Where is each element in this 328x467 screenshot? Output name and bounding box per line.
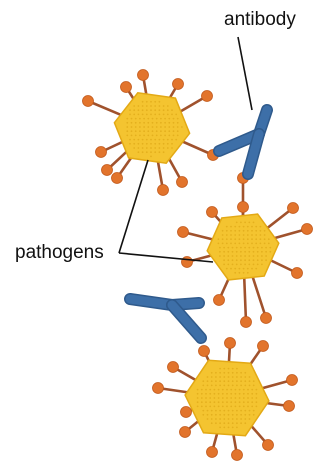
pathogen-top: [83, 70, 219, 196]
antibody-leader-line: [238, 37, 252, 110]
antibody-label: antibody: [224, 10, 296, 29]
pathogens-leader-line-top: [119, 160, 148, 253]
pathogens-group: [83, 70, 313, 461]
pathogens-label: pathogens: [15, 243, 104, 262]
antibody-lower: [130, 299, 201, 338]
pathogen-body: [114, 93, 189, 163]
pathogen-body: [207, 214, 279, 280]
pathogen-bottom: [153, 338, 298, 461]
antibody-upper: [219, 110, 267, 174]
